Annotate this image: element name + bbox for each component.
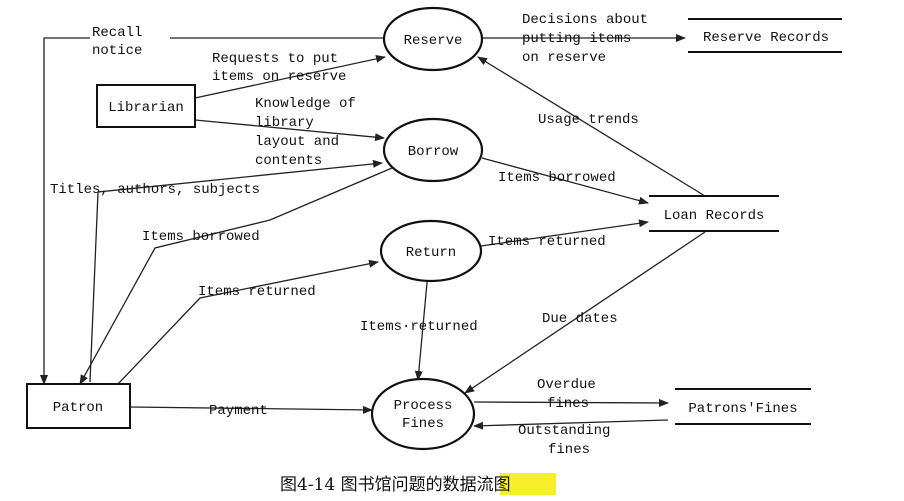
knowledge-label: Knowledge of library layout and contents xyxy=(255,96,364,169)
return-process: Return xyxy=(379,219,483,283)
caption-highlight-mark xyxy=(500,473,556,495)
payment-label: Payment xyxy=(209,403,268,419)
items-borrowed-left-label: Items borrowed xyxy=(142,229,260,245)
return-label: Return xyxy=(406,245,456,261)
reserve-label: Reserve xyxy=(404,33,463,49)
items-borrowed-right-label: Items borrowed xyxy=(498,170,616,186)
flow-titles-line xyxy=(89,159,383,383)
outstanding-fines-label: Outstanding fines xyxy=(518,423,619,458)
librarian-label: Librarian xyxy=(108,100,184,116)
titles-label: Titles, authors, subjects xyxy=(50,182,260,198)
caption-highlight: 数据流 xyxy=(443,475,494,495)
reserve-process: Reserve xyxy=(382,6,484,72)
overdue-fines-label: Overdue fines xyxy=(537,377,604,412)
process-fines-label-line2: Fines xyxy=(402,416,444,432)
flow-items-borrowed-right-line xyxy=(481,157,649,205)
librarian-entity: Librarian xyxy=(96,84,196,128)
flow-outstanding-fines-line xyxy=(473,419,669,430)
patron-label: Patron xyxy=(53,400,103,416)
recall-notice-label: Recall notice xyxy=(92,25,151,59)
reserve-records-store: Reserve Records xyxy=(688,18,842,53)
borrow-label: Borrow xyxy=(408,144,459,160)
flow-knowledge-line xyxy=(194,119,385,142)
patron-entity: Patron xyxy=(26,383,131,429)
flow-items-returned-left-line xyxy=(117,259,379,385)
process-fines-label-line1: Process xyxy=(394,398,453,414)
flow-payment-line xyxy=(129,405,373,414)
flow-due-dates-line xyxy=(464,231,706,394)
flow-usage-trends-line xyxy=(477,56,706,197)
process-fines-process: Process Fines xyxy=(370,377,476,451)
flow-items-returned-down-line xyxy=(414,271,429,381)
loan-records-store: Loan Records xyxy=(649,195,779,232)
flow-items-returned-right-line xyxy=(480,219,649,247)
caption-prefix: 图4-14 图书馆问题的 xyxy=(280,475,443,495)
patrons-fines-store: Patrons'Fines xyxy=(675,388,811,425)
due-dates-label: Due dates xyxy=(542,311,618,327)
items-returned-right-label: Items returned xyxy=(488,234,606,250)
patrons-fines-label: Patrons'Fines xyxy=(688,401,797,417)
decisions-label: Decisions about putting items on reserve xyxy=(522,12,656,66)
flow-requests-reserve-line xyxy=(194,54,386,99)
requests-reserve-label: Requests to put items on reserve xyxy=(212,51,346,85)
flow-items-borrowed-left-line xyxy=(79,167,393,385)
borrow-process: Borrow xyxy=(382,117,484,183)
items-returned-down-label: Items·returned xyxy=(360,319,478,335)
usage-trends-label: Usage trends xyxy=(538,112,639,128)
figure-caption: 图4-14 图书馆问题的数据流图 xyxy=(280,473,556,495)
flow-overdue-fines-line xyxy=(473,398,669,407)
items-returned-left-label: Items returned xyxy=(198,284,316,300)
loan-records-label: Loan Records xyxy=(664,208,765,224)
flow-recall-notice-line xyxy=(44,37,385,384)
caption-text: 图4-14 图书馆问题的数据流图 xyxy=(280,475,511,495)
reserve-records-label: Reserve Records xyxy=(703,30,829,46)
caption-suffix: 图 xyxy=(494,475,511,495)
